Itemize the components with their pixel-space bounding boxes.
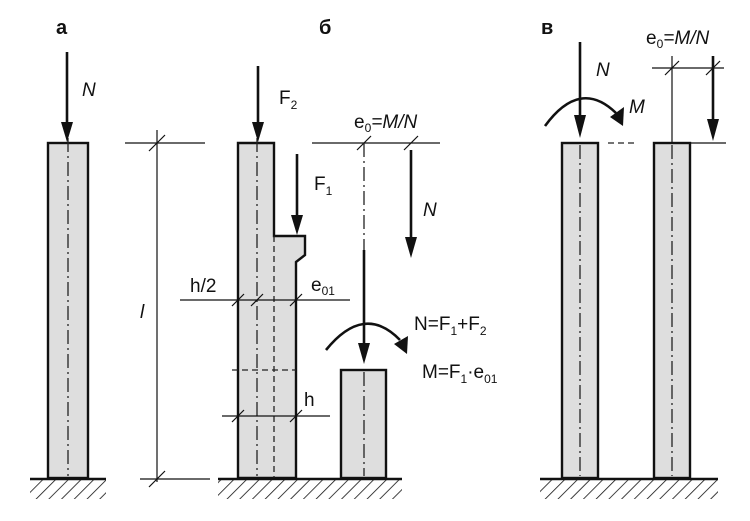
panel-v-moment-arrowhead <box>610 107 624 126</box>
panel-b-stepped-column <box>236 141 307 480</box>
panel-v: в N M e0=M/N <box>540 17 726 499</box>
panel-b-eccentricity-label: e0=M/N <box>354 112 417 135</box>
force-f1-label: F1 <box>314 174 333 198</box>
panel-a-label: а <box>56 17 68 39</box>
panel-v-ground-hatch <box>540 479 718 499</box>
equation-m: M=F1·e01 <box>422 362 498 386</box>
panel-v-label: в <box>541 17 553 39</box>
equation-n: N=F1+F2 <box>414 314 487 338</box>
panel-a-force-label: N <box>82 80 96 101</box>
half-depth-tick-mid <box>250 293 264 307</box>
force-f2-label: F2 <box>279 88 298 112</box>
half-depth-label: h/2 <box>190 276 216 297</box>
length-dimension-top-tick <box>148 134 166 152</box>
half-depth-tick-left <box>231 293 245 307</box>
equivalent-column-moment-arrowhead <box>394 336 408 354</box>
panel-v-eccentricity-label: e0=M/N <box>646 28 709 51</box>
depth-tick-right <box>289 409 303 423</box>
length-label: l <box>140 302 145 323</box>
panel-b-resultant-arrowhead <box>405 237 417 258</box>
panel-v-force-arrowhead <box>574 115 586 138</box>
panel-v-force-label: N <box>596 60 610 81</box>
panel-b-eccentricity-tick-right <box>403 135 419 151</box>
panel-b: б l F2 F1 h/2 e01 h <box>125 17 498 499</box>
depth-tick-left <box>231 409 245 423</box>
equivalent-column-moment-arc <box>324 322 401 351</box>
panel-a-ground-hatch <box>30 479 106 499</box>
panel-a: а N <box>30 17 106 499</box>
panel-v-moment-arc <box>543 96 617 127</box>
depth-label: h <box>304 390 315 411</box>
panel-v-moment-label: M <box>629 97 645 118</box>
panel-b-ground-hatch <box>218 479 402 499</box>
length-dimension-bottom-tick <box>148 470 166 488</box>
force-f2-arrowhead <box>252 122 264 142</box>
panel-v-eccentric-force-arrowhead <box>707 119 719 141</box>
panel-a-force-arrowhead <box>61 122 73 142</box>
panel-v-eccentricity-tick-left <box>664 60 680 76</box>
panel-b-label: б <box>319 17 331 39</box>
force-f1-arrowhead <box>291 215 303 235</box>
panel-b-resultant-label: N <box>423 200 437 221</box>
equivalent-column-force-arrowhead <box>358 343 370 364</box>
offset-label: e01 <box>311 275 335 298</box>
